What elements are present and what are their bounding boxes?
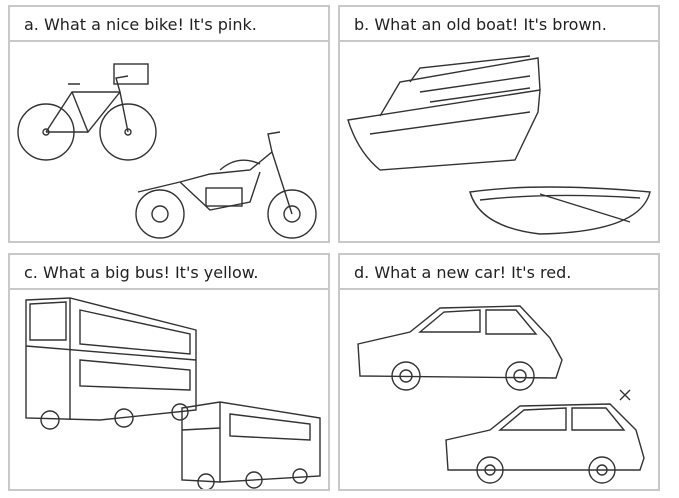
caption-b: b. What an old boat! It's brown.: [340, 7, 658, 42]
panel-a: a. What a nice bike! It's pink.: [8, 5, 330, 243]
rowboat-image: [469, 186, 651, 235]
double-decker-bus-image: [25, 297, 197, 430]
old-car-image: [357, 305, 563, 391]
caption-d: d. What a new car! It's red.: [340, 255, 658, 290]
caption-a: a. What a nice bike! It's pink.: [10, 7, 328, 42]
panel-b: b. What an old boat! It's brown.: [338, 5, 660, 243]
panel-d: d. What a new car! It's red.: [338, 253, 660, 491]
new-car-image: [445, 389, 645, 484]
caption-c: c. What a big bus! It's yellow.: [10, 255, 328, 290]
panel-c: c. What a big bus! It's yellow.: [8, 253, 330, 491]
school-bus-image: [181, 401, 321, 489]
boat-illustration: [347, 55, 651, 235]
motorcycle-image: [135, 131, 317, 239]
bicycle-image: [17, 63, 157, 161]
bus-illustration: [25, 297, 321, 489]
bicycle-and-motorcycle-illustration: [17, 63, 317, 239]
yacht-image: [347, 55, 541, 171]
car-illustration: [357, 305, 645, 484]
